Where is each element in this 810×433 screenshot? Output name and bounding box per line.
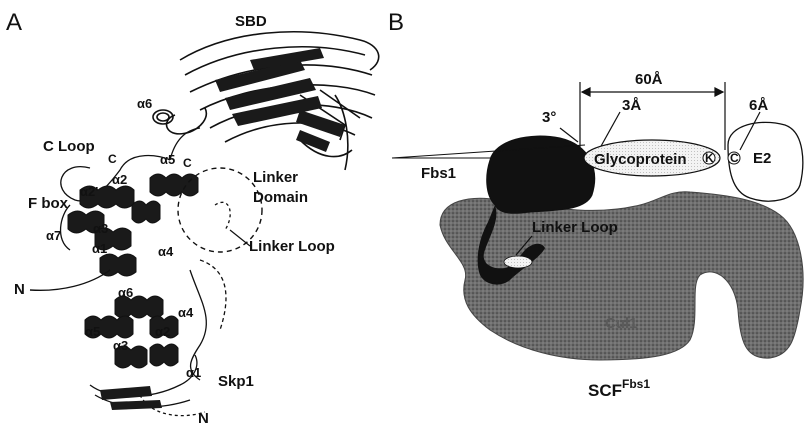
n-terminus-trace xyxy=(30,270,110,290)
linker-domain-label-1: Linker xyxy=(253,169,298,186)
helix-skp1-a6: α6 xyxy=(118,285,133,300)
distance-60-label: 60Å xyxy=(635,71,663,88)
e2-label: E2 xyxy=(753,150,771,167)
linker-domain-label-2: Domain xyxy=(253,189,308,206)
skp1-label: Skp1 xyxy=(218,373,254,390)
linker-loop-blob xyxy=(504,256,532,268)
helix-skp1-a5: α5 xyxy=(85,324,100,339)
glycoprotein-label: Glycoprotein xyxy=(594,151,687,168)
panel-b-letter: B xyxy=(388,9,404,36)
helix-skp1-a4: α4 xyxy=(178,305,194,320)
fbs1-label: Fbs1 xyxy=(421,165,456,182)
distance-6-label: 6Å xyxy=(749,97,768,114)
lysine-label: K xyxy=(705,151,714,165)
panel-a: A SBD α6 xyxy=(6,9,379,427)
helix-skp1-a2: α2 xyxy=(155,324,170,339)
helix-skp1-a1: α1 xyxy=(186,365,201,380)
scf-label: SCFFbs1 xyxy=(588,377,650,400)
cul1-label: Cul1 xyxy=(605,315,638,332)
sbd-label: SBD xyxy=(235,13,267,30)
f-box-label: F box xyxy=(28,195,69,212)
linker-loop-label-b: Linker Loop xyxy=(532,219,618,236)
skp1-strands xyxy=(100,386,162,410)
linker-loop-label-a: Linker Loop xyxy=(249,238,335,255)
n-terminus-bottom: N xyxy=(198,410,209,427)
helix-a3: α3 xyxy=(93,221,108,236)
helix-a5: α5 xyxy=(160,152,175,167)
angle-label: 3° xyxy=(542,109,556,126)
helix-a1: α1 xyxy=(92,241,107,256)
linker-loop-trace xyxy=(215,202,230,230)
c-terminus-1: C xyxy=(108,152,117,166)
scf-superscript: Fbs1 xyxy=(622,377,650,391)
n-terminus-top: N xyxy=(14,281,25,298)
helix-a4: α4 xyxy=(158,244,174,259)
scf-main: SCF xyxy=(588,381,622,400)
linker-loop-pointer-a xyxy=(230,230,250,246)
helix-skp1-a3: α3 xyxy=(113,338,128,353)
sbd-domain xyxy=(167,32,379,170)
c-terminus-2: C xyxy=(183,156,192,170)
panel-b: B Cul1 Fbs1 Linker Loop 3° 60Å 3Å xyxy=(388,9,803,400)
sbd-strands xyxy=(215,48,345,152)
distance-3-label: 3Å xyxy=(622,97,641,114)
helix-a2: α2 xyxy=(112,172,127,187)
helix-a7: α7 xyxy=(46,228,61,243)
helix-a2p: α2' xyxy=(80,184,98,199)
cysteine-label: C xyxy=(730,151,739,165)
helix-a6-top: α6 xyxy=(137,96,152,111)
c-loop-label: C Loop xyxy=(43,138,95,155)
panel-a-letter: A xyxy=(6,9,22,36)
